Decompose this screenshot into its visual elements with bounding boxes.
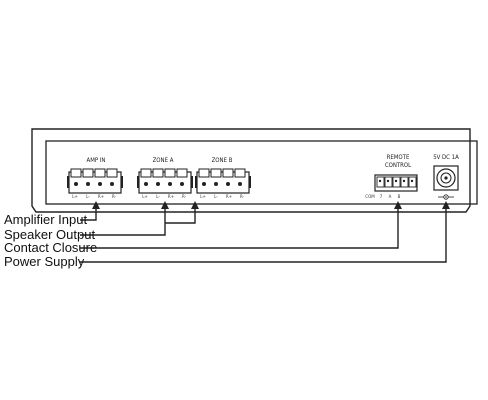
remote-label-line1: REMOTE xyxy=(387,154,410,161)
amp-in-terminals xyxy=(70,168,118,186)
zone-a-connector: ZONE A L+ L- R+ R- xyxy=(137,157,193,199)
amp-in-pin-label: L- xyxy=(86,194,90,199)
zone-b-label: ZONE B xyxy=(212,157,233,164)
zone-b-pin-label: L+ xyxy=(200,194,206,199)
zone-a-pin-label: R- xyxy=(182,194,187,199)
remote-control-connector: REMOTE CONTROL COM 7 A B xyxy=(365,154,418,199)
zone-a-terminals xyxy=(140,168,188,186)
zone-a-pin-label: L- xyxy=(156,194,160,199)
amp-in-pin-label: L+ xyxy=(72,194,78,199)
polarity-icon xyxy=(438,194,454,200)
callout-speaker-output: Speaker Output xyxy=(4,227,95,242)
amp-in-pin-label: R+ xyxy=(98,194,104,199)
zone-b-pin-label: L- xyxy=(214,194,218,199)
amp-in-pin-label: R- xyxy=(112,194,117,199)
remote-pin-label: B xyxy=(398,194,401,199)
zone-b-connector: ZONE B L+ L- R+ R- xyxy=(195,157,251,199)
amp-in-connector: AMP IN L+ L- R+ R- xyxy=(67,157,123,199)
remote-pin-label: COM xyxy=(365,194,375,199)
remote-terminals xyxy=(376,176,417,188)
zone-b-terminals xyxy=(198,168,246,186)
remote-pin-label: A xyxy=(389,194,392,199)
callout-power-supply: Power Supply xyxy=(4,254,85,269)
remote-pin-label: 7 xyxy=(380,194,383,199)
zone-a-pin-label: L+ xyxy=(142,194,148,199)
zone-a-pin-label: R+ xyxy=(168,194,174,199)
zone-b-pin-label: R+ xyxy=(226,194,232,199)
amp-in-label: AMP IN xyxy=(87,157,106,164)
callout-contact-closure: Contact Closure xyxy=(4,240,97,255)
remote-label-line2: CONTROL xyxy=(385,162,411,169)
callout-amplifier-input: Amplifier Input xyxy=(4,212,87,227)
zone-a-label: ZONE A xyxy=(153,157,174,164)
zone-b-pin-label: R- xyxy=(240,194,245,199)
power-label: 5V DC 1A xyxy=(433,154,459,161)
power-jack: 5V DC 1A xyxy=(433,154,459,200)
callout-leaders xyxy=(80,201,450,263)
